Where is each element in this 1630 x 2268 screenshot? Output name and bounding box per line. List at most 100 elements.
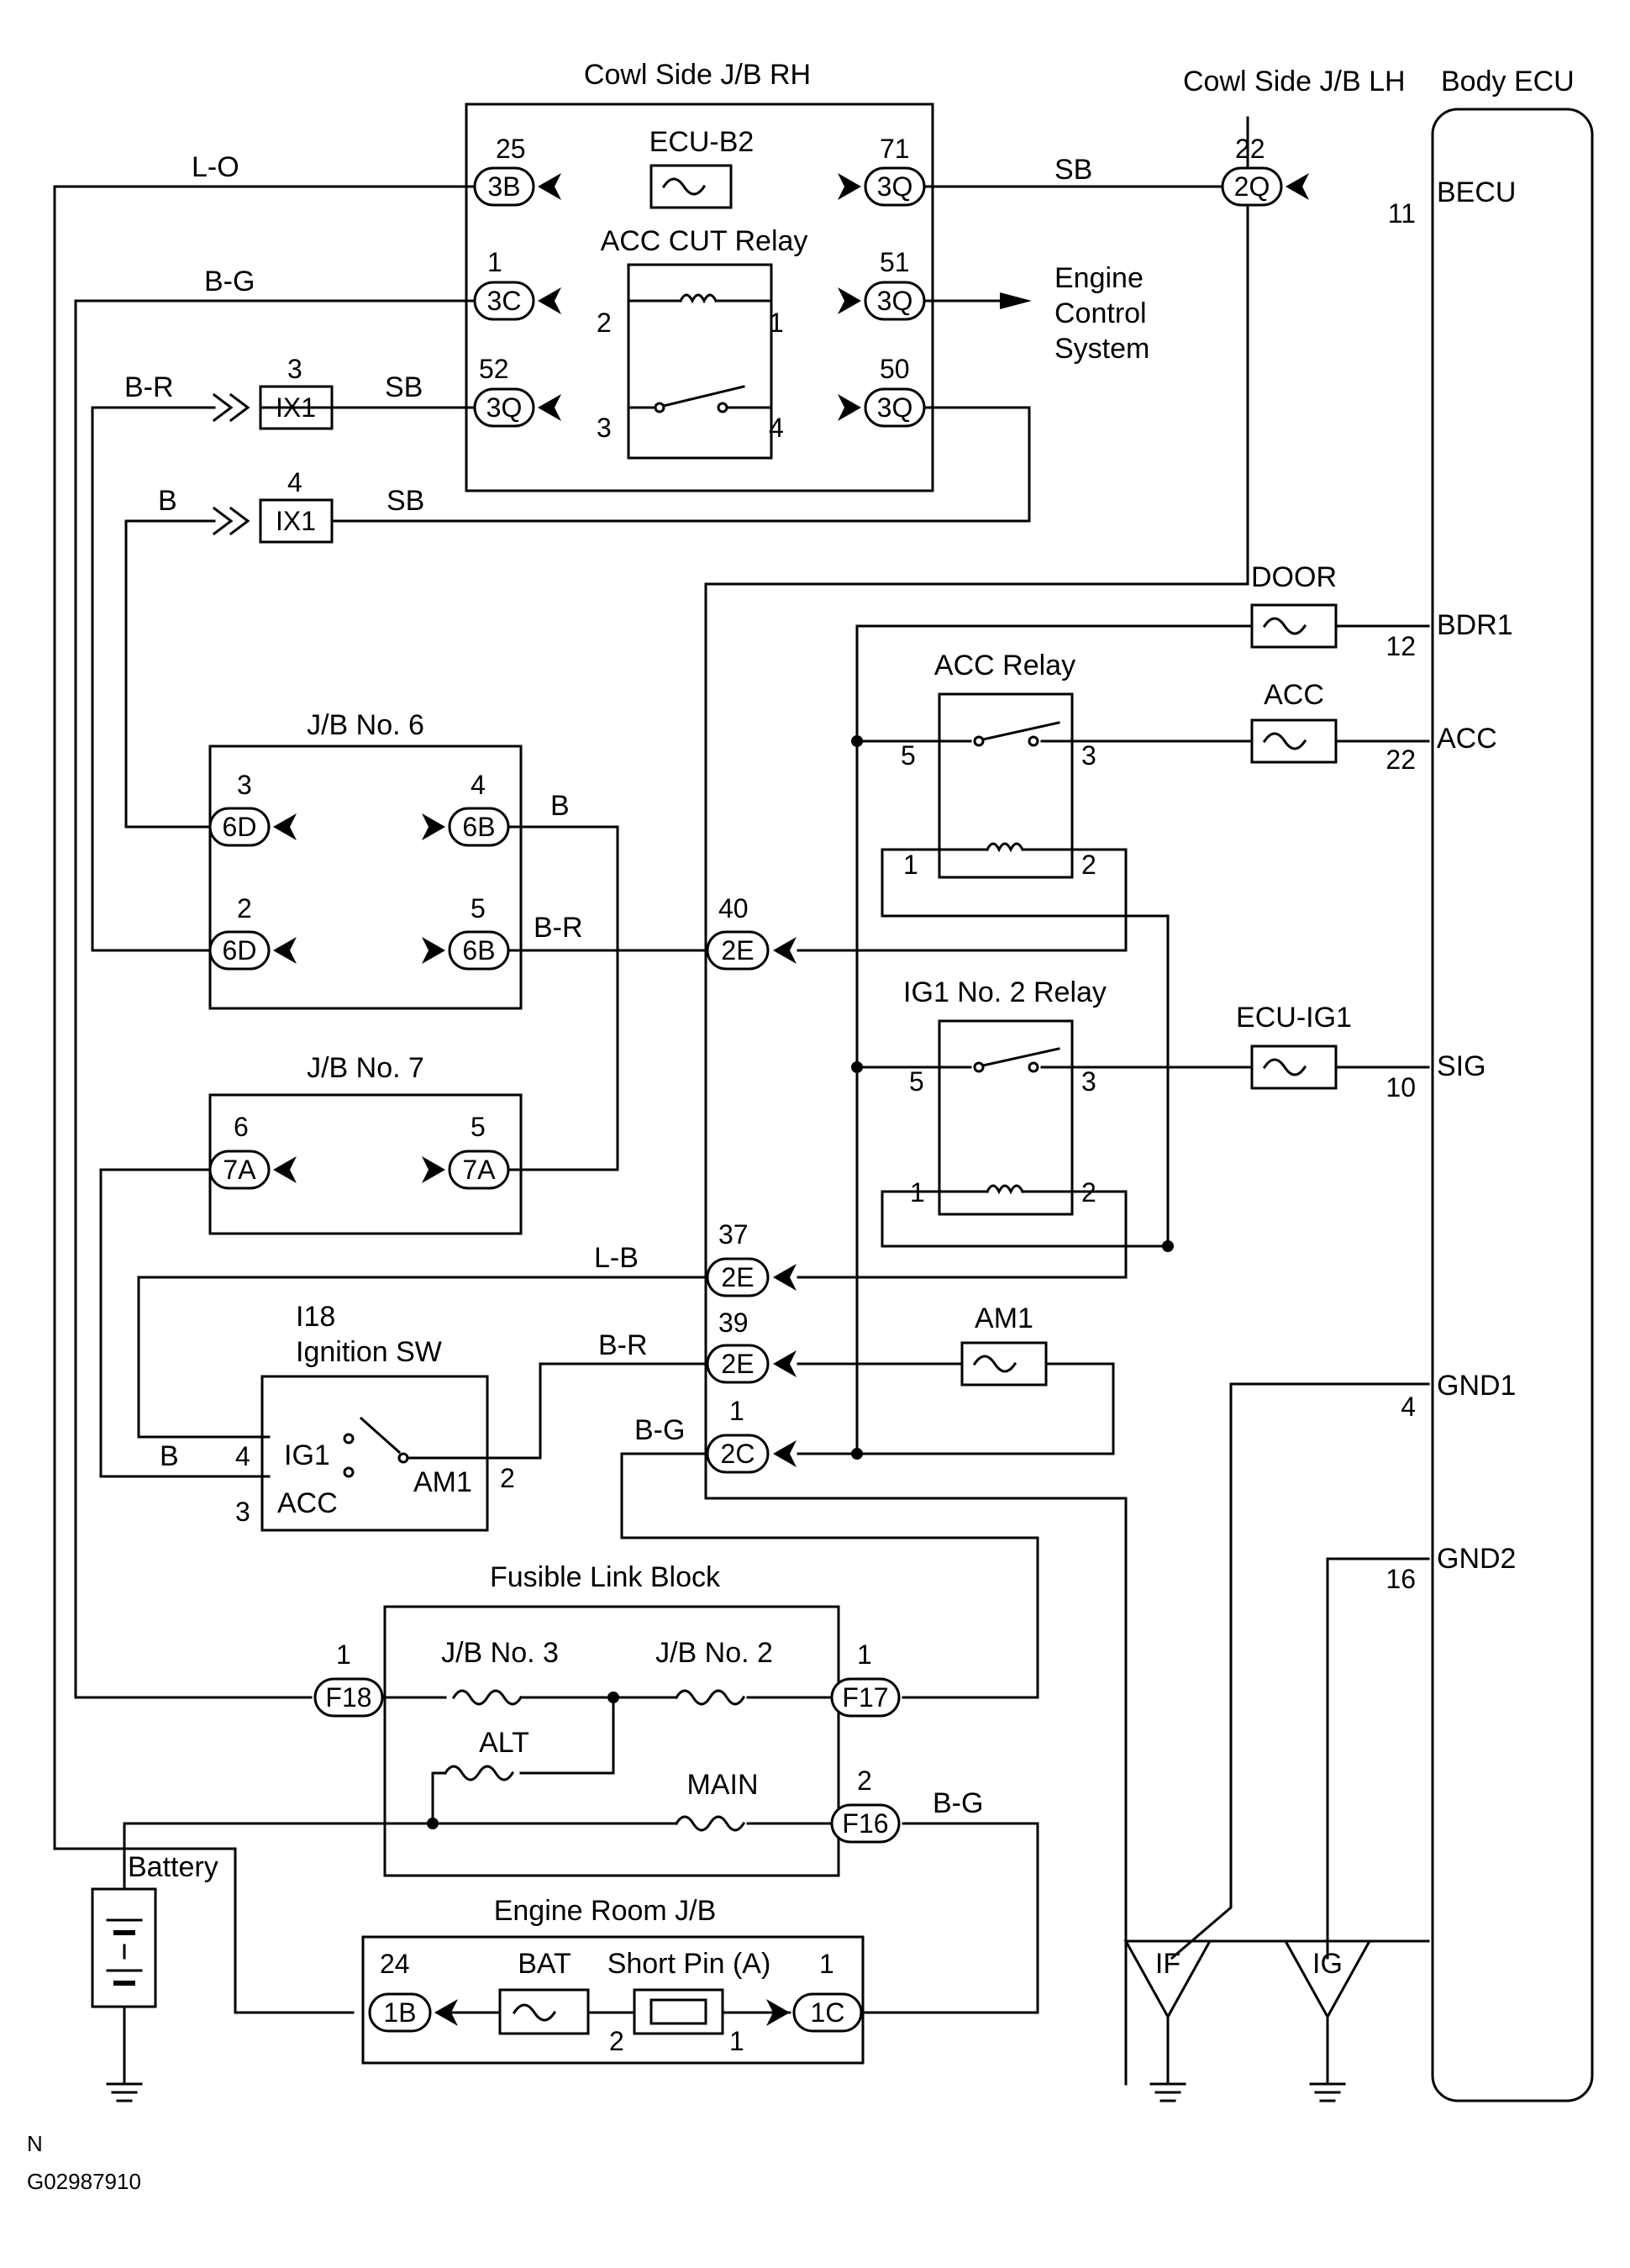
footer-n: N	[27, 2131, 43, 2156]
engine-line-3: System	[1054, 333, 1149, 365]
ecu-becu-pin: 11	[1388, 198, 1416, 229]
acc-relay-pin-2: 2	[1081, 850, 1096, 880]
ecu-becu-label: BECU	[1437, 176, 1516, 208]
acc-relay-pin-3: 3	[1081, 740, 1096, 771]
fuse-symbols	[443, 164, 1338, 2035]
pin-6-7a: 6	[234, 1112, 249, 1142]
conn-2e-40: 2E	[721, 935, 754, 966]
ign-term-ig1: IG1	[284, 1439, 330, 1471]
ign-pin-4: 4	[235, 1441, 250, 1471]
pin-1-f17: 1	[857, 1639, 872, 1670]
wire-b-1: B	[158, 485, 177, 517]
ig-relay-pin-2: 2	[1081, 1177, 1096, 1208]
body-ecu-box	[1431, 108, 1594, 2102]
pin-51: 51	[880, 247, 910, 277]
acc-cut-relay-label: ACC CUT Relay	[601, 225, 808, 257]
pin-1-f18: 1	[336, 1639, 351, 1670]
conn-ix1-3: IX1	[276, 392, 316, 423]
conn-7a-5: 7A	[462, 1155, 496, 1185]
acc-cut-relay-box	[627, 263, 773, 460]
ecu-acc-pin: 22	[1386, 745, 1416, 775]
ig-relay-pin-3: 3	[1081, 1066, 1096, 1097]
acc-relay-label: ACC Relay	[934, 650, 1075, 681]
ecu-gnd2-label: GND2	[1437, 1543, 1516, 1575]
engine-line-1: Engine	[1054, 262, 1144, 294]
pin-22-2q: 22	[1235, 134, 1265, 164]
ground-symbols	[106, 1939, 1372, 2102]
pin-1-2c: 1	[729, 1396, 744, 1426]
conn-1c: 1C	[811, 1997, 845, 2028]
wire-b-ign: B	[160, 1440, 179, 1472]
conn-2c: 2C	[721, 1439, 755, 1469]
pin-2-6d: 2	[237, 893, 252, 924]
ignition-title: Ignition SW	[296, 1336, 442, 1368]
pin-3-6d: 3	[237, 770, 252, 800]
conn-3b: 3B	[487, 171, 520, 202]
ecu-sig-label: SIG	[1437, 1050, 1486, 1082]
erjb-title: Engine Room J/B	[494, 1895, 717, 1927]
fuse-jb2-label: J/B No. 2	[655, 1637, 773, 1669]
conn-f18: F18	[325, 1682, 371, 1713]
pin-71: 71	[880, 134, 910, 164]
conn-2q: 2Q	[1234, 171, 1270, 202]
body-ecu-title: Body ECU	[1441, 66, 1575, 97]
fusible-link-block-box	[383, 1605, 840, 1877]
ecu-sig-pin: 10	[1386, 1072, 1416, 1102]
pin-37: 37	[718, 1219, 749, 1250]
fuse-short-pin-label: Short Pin (A)	[607, 1948, 771, 1980]
pin-5-7a: 5	[471, 1112, 486, 1142]
wire-b-jb6: B	[550, 790, 570, 822]
connector-pills	[208, 166, 1283, 2033]
cowl-rh-box	[465, 103, 934, 492]
ecu-bdr1-label: BDR1	[1437, 609, 1513, 641]
ig1-relay-label: IG1 No. 2 Relay	[903, 976, 1107, 1008]
wire-sb-2: SB	[385, 371, 423, 403]
acc-relay-box	[938, 692, 1074, 879]
conn-6d-3: 6D	[223, 812, 257, 842]
conn-1b: 1B	[383, 1997, 416, 2028]
wires	[53, 116, 1430, 2086]
ground-ig-label: IG	[1312, 1948, 1343, 1980]
acc-relay-pin-1: 1	[903, 850, 918, 880]
ix1-connector-4	[259, 498, 334, 544]
pin-50: 50	[880, 354, 910, 384]
fuse-main-label: MAIN	[687, 1769, 759, 1801]
ecu-bdr1-pin: 12	[1386, 631, 1416, 661]
wire-br-1: B-R	[124, 371, 174, 403]
acc-cut-pin-4: 4	[769, 413, 784, 443]
battery-label: Battery	[128, 1851, 218, 1883]
fuse-ecu-b2-label: ECU-B2	[649, 126, 755, 158]
wire-br-jb6: B-R	[534, 912, 583, 944]
conn-7a-6: 7A	[223, 1155, 256, 1185]
fuse-ecu-ig1-label: ECU-IG1	[1236, 1002, 1352, 1034]
conn-3c: 3C	[487, 286, 522, 316]
pin-5-6b: 5	[471, 893, 486, 924]
pin-4-6b: 4	[471, 770, 486, 800]
wire-br-ign: B-R	[598, 1329, 648, 1361]
pin-25: 25	[496, 134, 526, 164]
ecu-acc-label: ACC	[1437, 723, 1497, 755]
ground-if-label: IF	[1155, 1948, 1180, 1980]
engine-room-jb-box	[361, 1935, 865, 2065]
pin-1-1c: 1	[819, 1949, 834, 1979]
pin-2-f16: 2	[857, 1765, 872, 1796]
conn-3q-71: 3Q	[877, 171, 913, 202]
ign-pin-2: 2	[500, 1463, 515, 1493]
engine-line-2: Control	[1054, 297, 1147, 329]
junction-dots	[427, 735, 1174, 1829]
flb-title: Fusible Link Block	[490, 1561, 721, 1593]
ign-term-am1: AM1	[413, 1466, 472, 1498]
wire-sb-1: SB	[1054, 154, 1092, 186]
conn-6d-2: 6D	[223, 935, 257, 966]
fuse-alt-label: ALT	[479, 1727, 529, 1759]
acc-cut-pin-1: 1	[769, 308, 784, 338]
jb6-box	[208, 745, 523, 1010]
pin-52: 52	[479, 354, 509, 384]
wire-bg-f16: B-G	[933, 1787, 983, 1819]
ig-relay-pin-1: 1	[910, 1177, 925, 1208]
cowl-lh-title: Cowl Side J/B LH	[1183, 66, 1406, 97]
connector-arrows	[273, 173, 1309, 2026]
conn-6b-4: 6B	[462, 812, 495, 842]
